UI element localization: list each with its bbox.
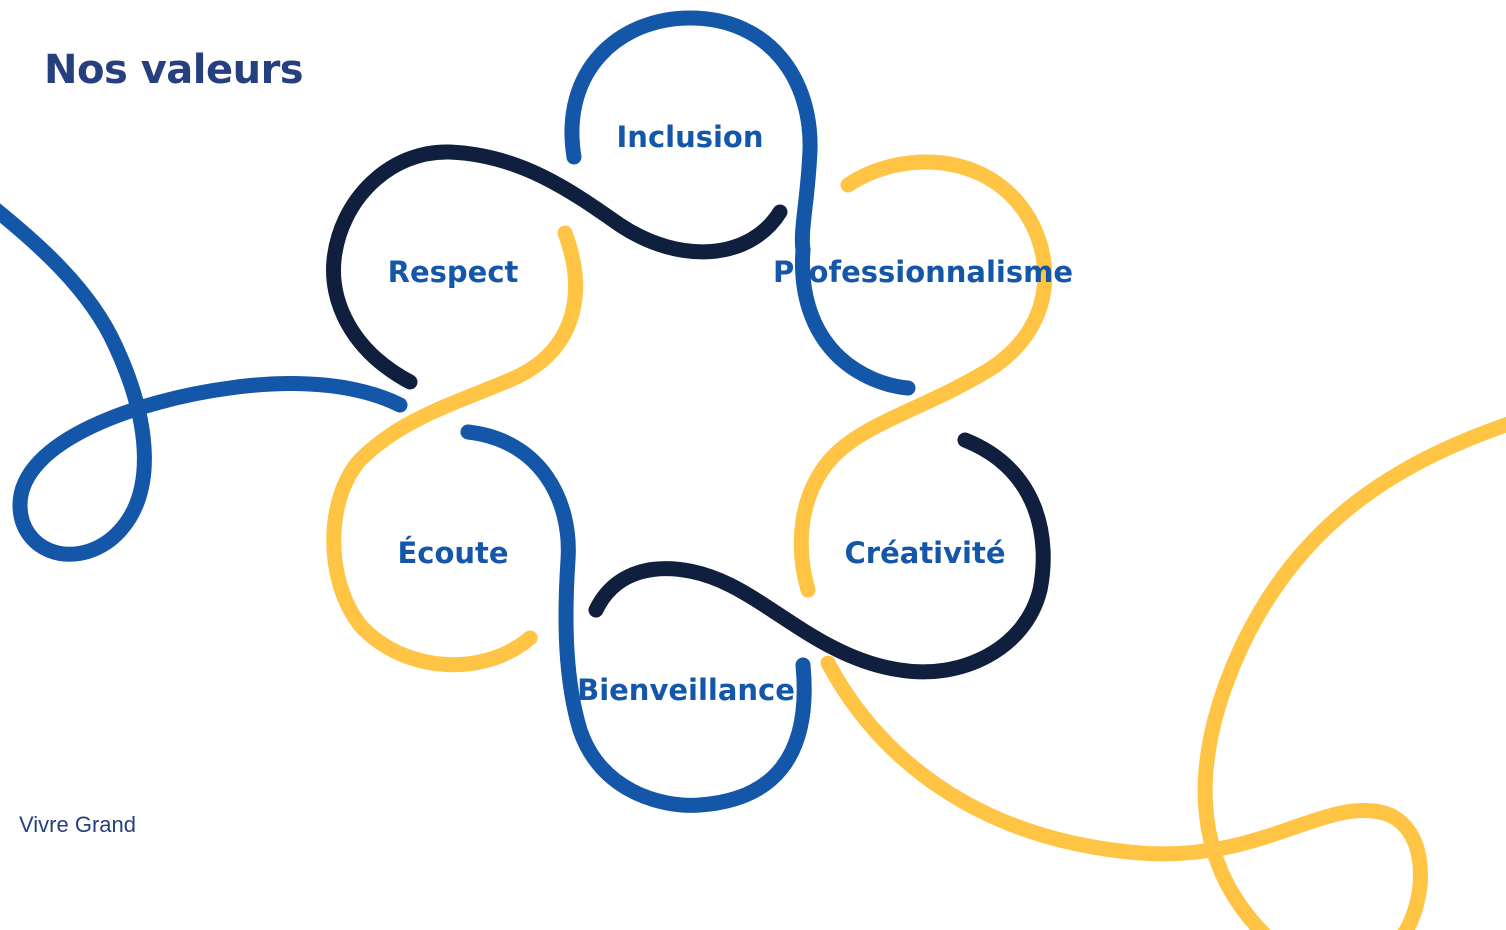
decorative-blue-loop xyxy=(0,203,408,562)
creativite-arc xyxy=(588,432,1051,680)
value-label-inclusion: Inclusion xyxy=(616,120,764,154)
professionnalisme-arc-blue xyxy=(795,242,916,396)
inclusion-arc xyxy=(564,10,818,258)
decorative-yellow-swirl xyxy=(820,416,1506,930)
professionnalisme-arc-yellow xyxy=(793,154,1053,598)
value-label-bienveillance: Bienveillance xyxy=(577,673,795,707)
footer-brand: Vivre Grand xyxy=(19,812,136,837)
bienveillance-arc xyxy=(460,424,812,813)
ecoute-arc-yellow xyxy=(326,225,584,673)
page-title: Nos valeurs xyxy=(44,47,304,93)
respect-arc xyxy=(326,144,788,390)
value-label-respect: Respect xyxy=(387,255,519,289)
value-label-professionnalisme: Professionnalisme xyxy=(772,255,1074,289)
value-label-ecoute: Écoute xyxy=(397,536,509,570)
value-label-creativite: Créativité xyxy=(844,536,1006,570)
